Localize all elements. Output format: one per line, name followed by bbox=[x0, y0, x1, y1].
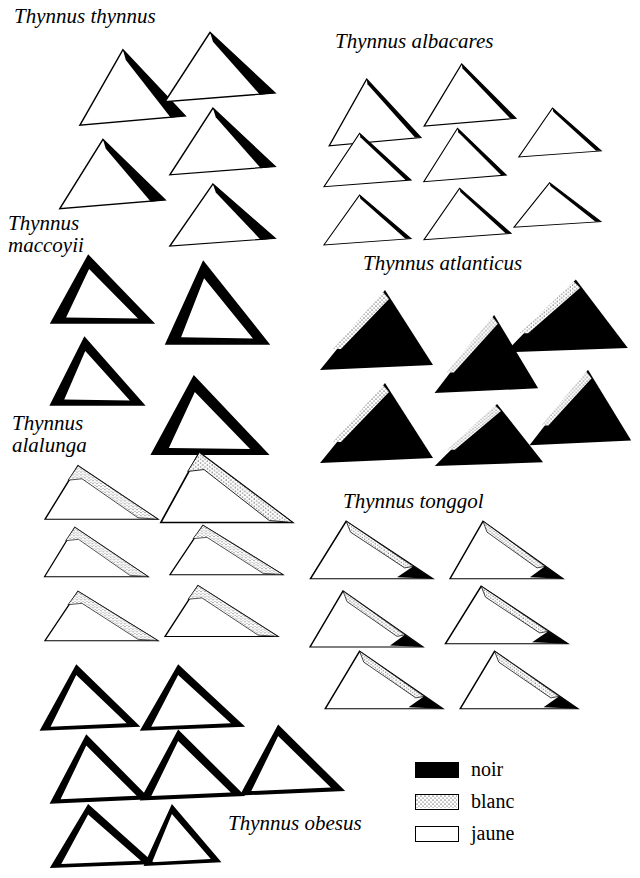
species-name: Thynnus atlanticus bbox=[363, 252, 603, 274]
legend-row: noir bbox=[415, 758, 503, 781]
species-name: Thynnus maccoyii bbox=[8, 212, 118, 256]
legend-row: jaune bbox=[415, 822, 514, 845]
species-name: Thynnus thynnus bbox=[14, 5, 214, 27]
legend-text: blanc bbox=[471, 790, 514, 813]
legend-text: noir bbox=[471, 758, 503, 781]
legend-row: blanc bbox=[415, 790, 514, 813]
legend-swatch bbox=[415, 794, 459, 810]
legend-swatch bbox=[415, 826, 459, 842]
species-name: Thynnus albacares bbox=[335, 30, 575, 52]
legend-swatch bbox=[415, 762, 459, 778]
species-name: Thynnus tonggol bbox=[343, 490, 573, 512]
species-name: Thynnus obesus bbox=[228, 812, 398, 834]
legend-text: jaune bbox=[471, 822, 514, 845]
species-name: Thynnus alalunga bbox=[12, 412, 122, 456]
